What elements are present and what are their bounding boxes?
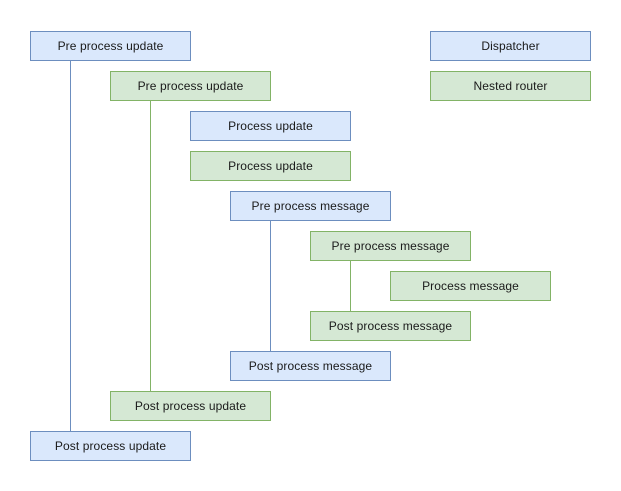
node-label: Process update <box>228 159 313 173</box>
node-label: Post process message <box>328 319 453 333</box>
node-box-pre-process-update-1[interactable]: Pre process update <box>30 31 191 61</box>
node-label: Pre process message <box>251 199 370 213</box>
node-label: Post process message <box>248 359 373 373</box>
node-label: Pre process update <box>137 79 244 93</box>
node-label: Post process update <box>134 399 247 413</box>
node-label: Pre process update <box>57 39 164 53</box>
node-box-pre-process-message-5[interactable]: Pre process message <box>230 191 391 221</box>
connector-node-1-to-node-11 <box>70 61 71 431</box>
connector-node-5-to-node-9 <box>270 221 271 351</box>
legend-item-label: Nested router <box>473 79 548 93</box>
node-box-post-process-message-8[interactable]: Post process message <box>310 311 471 341</box>
legend-item-label: Dispatcher <box>481 39 540 53</box>
node-label: Process message <box>422 279 519 293</box>
connector-node-6-to-node-8 <box>350 261 351 311</box>
legend-item-nested-router[interactable]: Nested router <box>430 71 591 101</box>
node-label: Post process update <box>54 439 167 453</box>
node-box-post-process-update-10[interactable]: Post process update <box>110 391 271 421</box>
node-box-post-process-update-11[interactable]: Post process update <box>30 431 191 461</box>
node-box-process-message-7[interactable]: Process message <box>390 271 551 301</box>
node-label: Process update <box>228 119 313 133</box>
node-box-process-update-3[interactable]: Process update <box>190 111 351 141</box>
legend-item-dispatcher[interactable]: Dispatcher <box>430 31 591 61</box>
node-box-process-update-4[interactable]: Process update <box>190 151 351 181</box>
node-label: Pre process message <box>331 239 450 253</box>
connector-node-2-to-node-10 <box>150 101 151 391</box>
node-box-pre-process-message-6[interactable]: Pre process message <box>310 231 471 261</box>
node-box-post-process-message-9[interactable]: Post process message <box>230 351 391 381</box>
node-box-pre-process-update-2[interactable]: Pre process update <box>110 71 271 101</box>
